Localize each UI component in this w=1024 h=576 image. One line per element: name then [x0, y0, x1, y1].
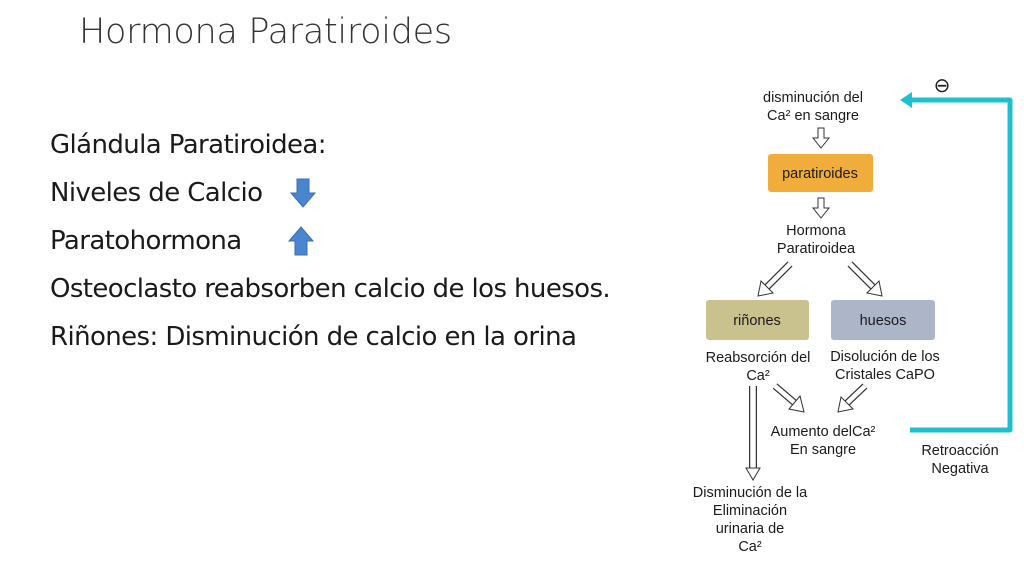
bullet-list: Glándula Paratiroidea: Niveles de Calcio…	[50, 124, 670, 364]
bullet-glandula: Glándula Paratiroidea:	[50, 124, 670, 172]
arrow-down-icon	[290, 178, 316, 208]
arrow-up-icon	[288, 226, 314, 256]
feedback-label-line2: Negativa	[931, 461, 989, 477]
urine-text-line2: Eliminación	[713, 503, 787, 519]
top-text-line2: Ca² en sangre	[767, 108, 859, 124]
slide-title: Hormona Paratiroides	[79, 12, 452, 52]
negative-feedback-symbol: ⊖	[934, 75, 951, 97]
result-text-line2: En sangre	[790, 442, 856, 458]
hollow-arrow-kidney-to-urine	[745, 386, 761, 481]
bullet-text: Niveles de Calcio	[50, 178, 263, 208]
hollow-arrow-down-2	[811, 197, 831, 219]
gland-box	[768, 154, 873, 192]
hormone-text-line2: Paratiroidea	[777, 241, 856, 257]
kidney-effect-line1: Reabsorción del	[706, 350, 811, 366]
bullet-text: Glándula Paratiroidea:	[50, 130, 327, 160]
bullet-text: Osteoclasto reabsorben calcio de los hue…	[50, 274, 611, 304]
feedback-arrowhead	[900, 92, 912, 108]
bullet-text: Paratohormona	[50, 226, 242, 256]
bone-box	[831, 300, 935, 340]
hormone-text-line1: Hormona	[786, 223, 847, 239]
hollow-arrow-kidney-to-result	[772, 383, 805, 413]
urine-text-line1: Disminución de la	[693, 485, 808, 501]
hollow-arrow-to-bone	[847, 261, 883, 297]
hollow-arrow-to-kidney	[757, 261, 793, 297]
bullet-niveles-calcio: Niveles de Calcio	[50, 172, 670, 220]
urine-text-line4: Ca²	[738, 539, 762, 555]
bullet-osteoclasto: Osteoclasto reabsorben calcio de los hue…	[50, 268, 670, 316]
bullet-paratohormona: Paratohormona	[50, 220, 670, 268]
pth-feedback-diagram: ⊖ disminución del Ca² en sangre paratiro…	[693, 75, 1013, 555]
kidney-box	[706, 300, 809, 340]
top-text-line1: disminución del	[763, 90, 863, 106]
gland-box-label: paratiroides	[782, 166, 858, 182]
feedback-label-line1: Retroacción	[921, 443, 998, 459]
kidney-effect-line2: Ca²	[746, 368, 770, 384]
bullet-rinones: Riñones: Disminución de calcio en la ori…	[50, 316, 670, 364]
urine-text-line3: urinaria de	[716, 521, 785, 537]
bone-effect-line1: Disolución de los	[830, 349, 940, 365]
hollow-arrow-down-1	[811, 127, 831, 149]
kidney-box-label: riñones	[733, 313, 781, 329]
hollow-arrow-bone-to-result	[837, 383, 868, 413]
bone-effect-line2: Cristales CaPO	[835, 367, 935, 383]
result-text-line1: Aumento delCa²	[771, 424, 876, 440]
bullet-text: Riñones: Disminución de calcio en la ori…	[50, 322, 577, 352]
feedback-loop-line	[904, 97, 1013, 433]
bone-box-label: huesos	[860, 313, 907, 329]
